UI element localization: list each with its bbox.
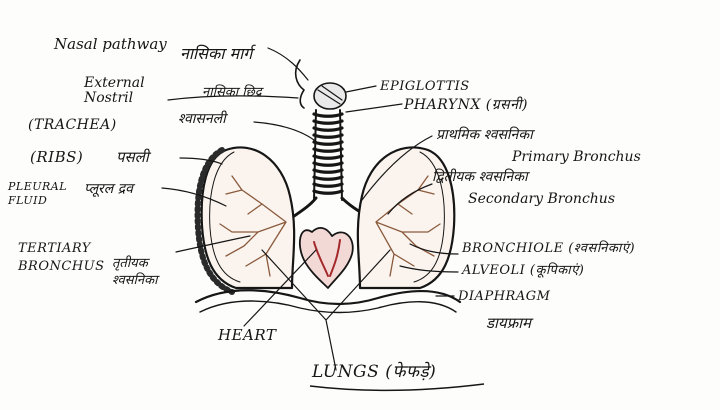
label-trachea-hi: श्वासनली: [178, 111, 226, 127]
label-secondary-bronchus-hi: द्वितीयक श्वसनिका: [432, 169, 528, 185]
label-nasal-pathway-en: Nasal pathway: [54, 35, 167, 53]
trachea-ring: [312, 168, 344, 174]
left-ribs: [194, 147, 235, 295]
label-external-nostril-hi: नासिका छिद्र: [202, 85, 262, 100]
trachea-ring: [312, 182, 344, 188]
label-epiglottis: EPIGLOTTIS: [380, 79, 470, 94]
nose-outline: [294, 59, 305, 109]
left-lung: [200, 146, 296, 290]
diaphragm: [194, 289, 462, 306]
label-secondary-bronchus-en: Secondary Bronchus: [468, 191, 616, 207]
trachea-ring: [312, 133, 344, 139]
trachea-ring: [312, 112, 344, 118]
trachea-ring: [312, 154, 344, 160]
label-pleural-fluid-en: PLEURAL FLUID: [8, 180, 68, 208]
label-pleural-fluid-hi: प्लूरल द्रव: [84, 181, 133, 197]
label-lungs: LUNGS (फेफड़े): [312, 362, 437, 382]
label-primary-bronchus-en: Primary Bronchus: [512, 149, 641, 165]
label-bronchiole: BRONCHIOLE (श्वसनिकाएं): [462, 241, 636, 256]
label-diaphragm-en: DIAPHRAGM: [458, 289, 551, 304]
label-tertiary-bronchus-en: TERTIARY BRONCHUS: [18, 241, 105, 274]
trachea-ring: [312, 140, 344, 146]
label-diaphragm-hi: डायफ्राम: [486, 314, 532, 332]
trachea-ring: [312, 175, 344, 181]
label-ribs-hi: पसली: [116, 148, 149, 166]
label-alveoli: ALVEOLI (कूपिकाएं): [462, 263, 585, 278]
label-ribs-en: (RIBS): [30, 148, 84, 166]
label-nasal-pathway-hi: नासिका मार्ग: [180, 44, 253, 63]
label-primary-bronchus-hi: प्राथमिक श्वसनिका: [436, 127, 533, 143]
trachea-ring: [312, 161, 344, 167]
label-trachea-en: (TRACHEA): [28, 117, 117, 133]
right-lung: [356, 146, 456, 290]
label-external-nostril-en: External Nostril: [84, 75, 145, 107]
label-pharynx: PHARYNX (ग्रसनी): [404, 97, 528, 113]
epiglottis-shape: [313, 82, 347, 110]
trachea-ring: [312, 147, 344, 153]
label-tertiary-bronchus-hi: तृतीयक श्वसनिका: [112, 256, 158, 288]
trachea-ring: [312, 119, 344, 125]
left-pleura: [209, 151, 241, 283]
pointer-lines: [161, 47, 459, 371]
trachea-tube: [312, 109, 344, 201]
trachea-ring: [312, 126, 344, 132]
trachea-ring: [312, 189, 344, 195]
right-pleura: [413, 151, 445, 283]
label-heart: HEART: [218, 326, 277, 344]
